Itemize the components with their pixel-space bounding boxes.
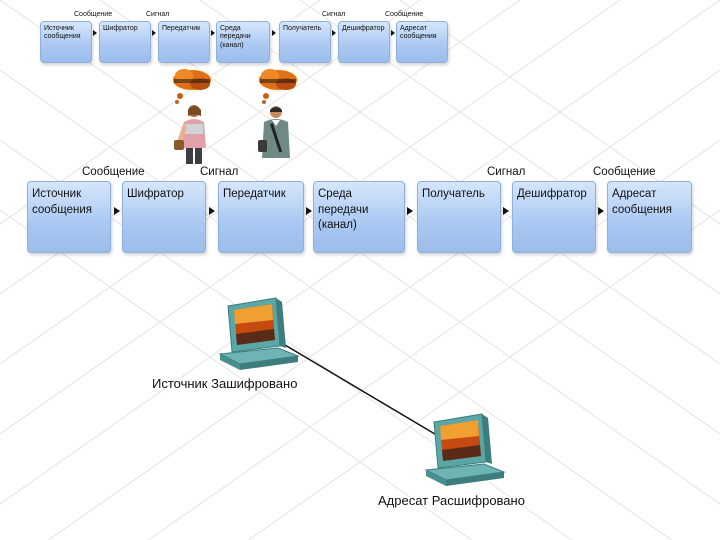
box-decoder-text: Дешифратор xyxy=(517,188,587,200)
sender-person-illustration xyxy=(171,68,213,164)
box-receiver-text: Получатель xyxy=(422,188,485,200)
small-label-signal-left: Сигнал xyxy=(146,11,170,18)
box-transmitter: Передатчик xyxy=(218,181,304,253)
small-arrow-3 xyxy=(211,30,215,36)
small-arrow-5 xyxy=(332,30,336,36)
small-box-decoder-text: Дешифратор xyxy=(342,25,385,32)
small-box-source: Источник сообщения xyxy=(40,21,92,63)
box-receiver: Получатель xyxy=(417,181,501,253)
label-signal-left: Сигнал xyxy=(200,166,239,178)
small-arrow-6 xyxy=(391,30,395,36)
box-message-source: Источник сообщения xyxy=(27,181,111,253)
box-channel-text: Среда передачи (канал) xyxy=(318,188,369,232)
box-channel: Среда передачи (канал) xyxy=(313,181,405,253)
source-computer-icon xyxy=(218,297,300,370)
destination-node-label: Адресат Расшифровано xyxy=(378,493,525,508)
arrow-4 xyxy=(407,207,413,215)
arrow-5 xyxy=(503,207,509,215)
arrow-3 xyxy=(306,207,312,215)
label-message-right: Сообщение xyxy=(593,166,656,178)
small-label-message-left: Сообщение xyxy=(74,11,113,18)
destination-computer-icon xyxy=(424,413,506,486)
small-box-encoder: Шифратор xyxy=(99,21,151,63)
box-message-destination: Адресат сообщения xyxy=(607,181,692,253)
small-box-receiver-text: Получатель xyxy=(283,25,322,32)
small-label-message-right: Сообщение xyxy=(385,11,424,18)
receiver-person-illustration xyxy=(257,68,299,158)
small-box-decoder: Дешифратор xyxy=(338,21,390,63)
small-box-transmitter: Передатчик xyxy=(158,21,210,63)
arrow-1 xyxy=(114,207,120,215)
small-box-encoder-text: Шифратор xyxy=(103,25,138,32)
arrow-2 xyxy=(209,207,215,215)
label-message-left: Сообщение xyxy=(82,166,145,178)
small-box-destination: Адресат сообщения xyxy=(396,21,448,63)
small-box-channel: Среда передачи (канал) xyxy=(216,21,270,63)
label-signal-right: Сигнал xyxy=(487,166,526,178)
box-encoder-text: Шифратор xyxy=(127,188,184,200)
arrow-6 xyxy=(598,207,604,215)
small-box-source-text: Источник сообщения xyxy=(44,25,81,41)
small-box-receiver: Получатель xyxy=(279,21,331,63)
network-link-line xyxy=(284,344,446,441)
box-transmitter-text: Передатчик xyxy=(223,188,286,200)
small-label-signal-right: Сигнал xyxy=(322,11,346,18)
small-box-destination-text: Адресат сообщения xyxy=(400,25,437,41)
box-encoder: Шифратор xyxy=(122,181,206,253)
small-arrow-1 xyxy=(93,30,97,36)
small-arrow-2 xyxy=(152,30,156,36)
source-node-label: Источник Зашифровано xyxy=(152,376,298,391)
small-box-channel-text: Среда передачи (канал) xyxy=(220,25,251,49)
small-box-transmitter-text: Передатчик xyxy=(162,25,201,32)
box-message-source-text: Источник сообщения xyxy=(32,188,92,216)
box-decoder: Дешифратор xyxy=(512,181,596,253)
box-message-destination-text: Адресат сообщения xyxy=(612,188,672,216)
small-arrow-4 xyxy=(272,30,276,36)
